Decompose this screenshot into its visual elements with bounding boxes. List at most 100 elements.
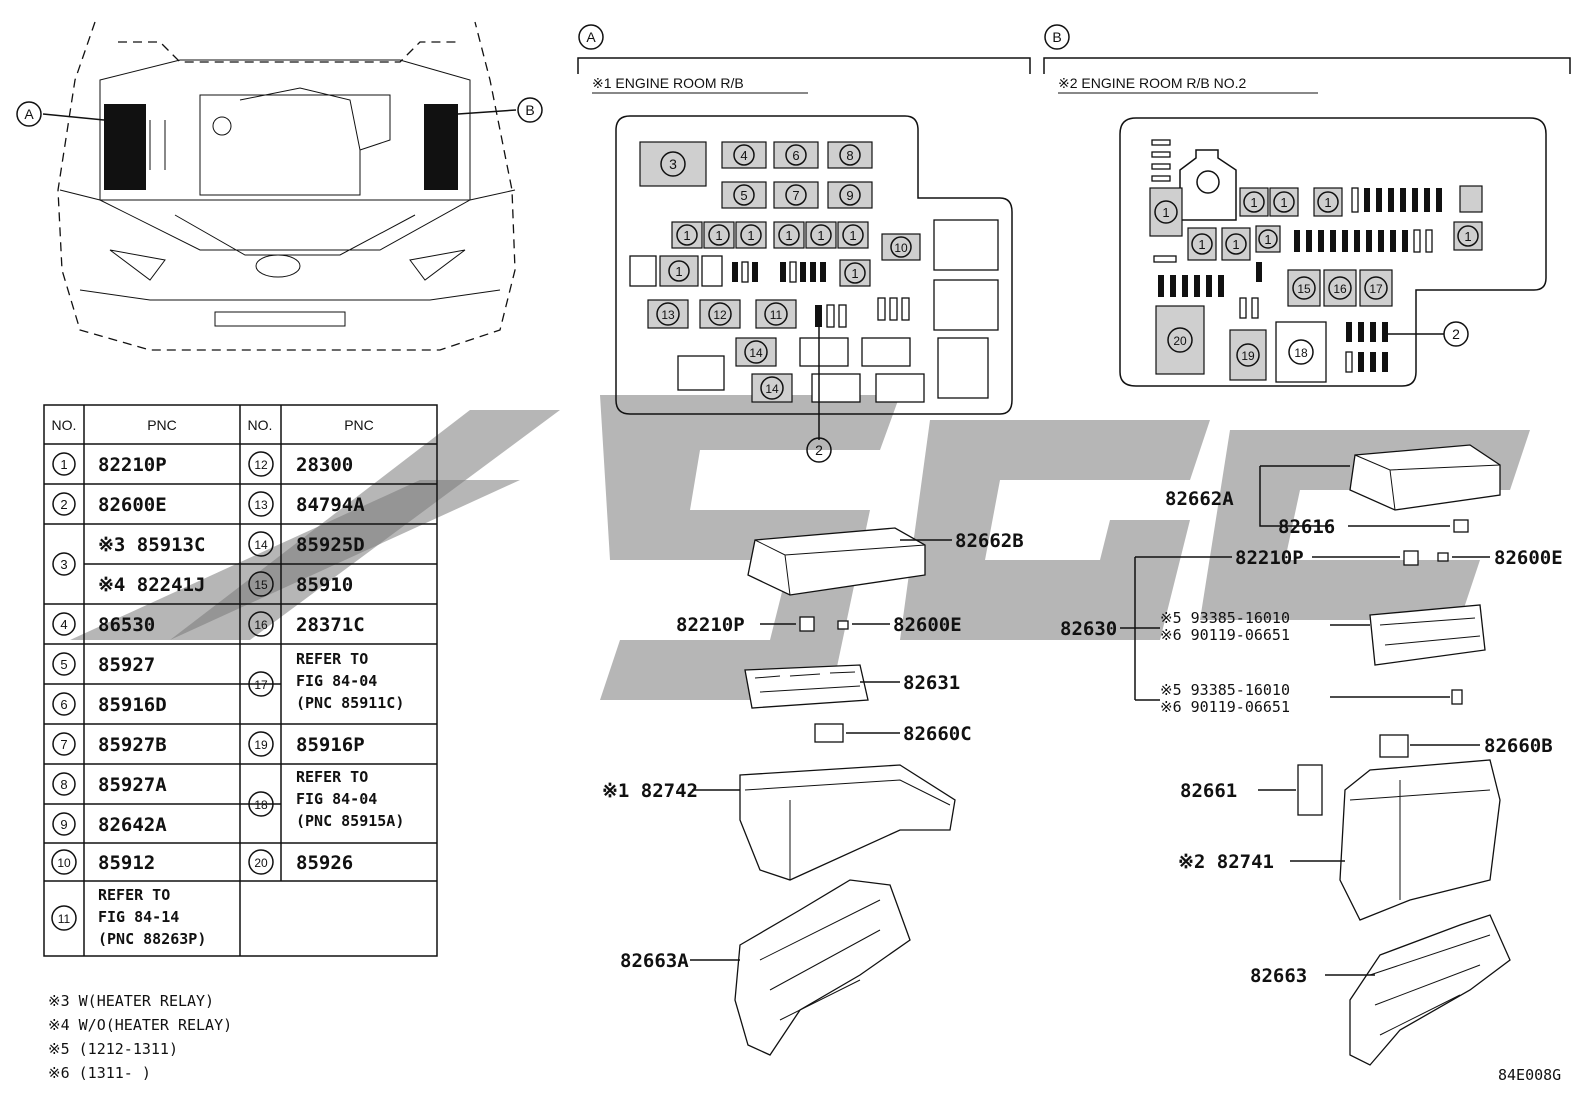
label-82663A: 82663A [620, 950, 689, 972]
label-82741: ※2 82741 [1178, 851, 1274, 873]
label-82660B: 82660B [1484, 735, 1553, 757]
svg-text:1: 1 [1162, 205, 1169, 220]
pnc-15: 85910 [296, 574, 353, 596]
svg-text:17: 17 [254, 678, 268, 692]
col-header-pnc: PNC [147, 417, 177, 433]
label-82660C: 82660C [903, 723, 972, 745]
note-3: ※3 W(HEATER RELAY) [48, 992, 214, 1010]
box-a-title: ※1 ENGINE ROOM R/B [592, 75, 744, 91]
label-82662B: 82662B [955, 530, 1024, 552]
svg-text:13: 13 [661, 308, 675, 322]
label-bolt-2a: ※5 93385-16010 [1160, 681, 1290, 699]
exploded-parts-a: 82662B 82210P 82600E 82631 82660C ※1 827… [602, 527, 1024, 1056]
svg-text:15: 15 [1297, 282, 1311, 296]
col-header-no-2: NO. [248, 417, 273, 433]
pnc-10: 85912 [98, 852, 155, 874]
svg-text:1: 1 [817, 228, 824, 243]
callout-b-circle [517, 97, 543, 123]
svg-text:16: 16 [1333, 282, 1347, 296]
pnc-3a: ※3 85913C [98, 534, 205, 556]
pnc-11-line3: (PNC 88263P) [98, 930, 206, 948]
pnc-6: 85916D [98, 694, 167, 716]
svg-text:1: 1 [675, 264, 682, 279]
pnc-5: 85927 [98, 654, 155, 676]
svg-text:1: 1 [1324, 195, 1331, 210]
pnc-11-line1: REFER TO [98, 886, 170, 904]
relay-box-b-layout: 1 1 1 1 1 1 1 1 15 16 17 20 19 18 [1119, 117, 1547, 387]
svg-text:19: 19 [254, 738, 268, 752]
note-4: ※4 W/O(HEATER RELAY) [48, 1016, 232, 1034]
label-82662A: 82662A [1165, 488, 1234, 510]
pnc-1: 82210P [98, 454, 167, 476]
svg-text:15: 15 [254, 578, 268, 592]
callout-a: A [24, 106, 34, 122]
svg-text:16: 16 [254, 618, 268, 632]
pnc-14: 85925D [296, 534, 365, 556]
svg-text:3: 3 [60, 557, 67, 572]
fuse-row-2 [1294, 229, 1433, 253]
section-b-label: B [1052, 29, 1061, 45]
svg-text:1: 1 [849, 228, 856, 243]
label-bolt-1b: ※6 90119-06651 [1160, 626, 1290, 644]
pnc-17-line3: (PNC 85911C) [296, 694, 404, 712]
svg-text:6: 6 [792, 148, 799, 163]
svg-text:14: 14 [749, 346, 763, 360]
label-82661: 82661 [1180, 780, 1237, 802]
pnc-table: NO. PNC NO. PNC 1 2 3 4 5 6 7 8 9 10 11 … [43, 404, 438, 957]
pnc-12: 28300 [296, 454, 353, 476]
label-82210P-a: 82210P [676, 614, 745, 636]
section-a-label: A [586, 29, 596, 45]
pnc-17-line2: FIG 84-04 [296, 672, 377, 690]
box-b-title: ※2 ENGINE ROOM R/B NO.2 [1058, 75, 1247, 91]
svg-text:14: 14 [765, 382, 779, 396]
col-header-pnc-2: PNC [344, 417, 374, 433]
watermark-logo [70, 395, 1530, 700]
label-82210P-b: 82210P [1235, 547, 1304, 569]
svg-text:2: 2 [60, 497, 67, 512]
svg-text:5: 5 [60, 657, 67, 672]
svg-text:9: 9 [60, 817, 67, 832]
pnc-16: 28371C [296, 614, 365, 636]
pnc-8: 85927A [98, 774, 167, 796]
svg-text:4: 4 [740, 148, 747, 163]
svg-text:1: 1 [683, 228, 690, 243]
svg-text:1: 1 [785, 228, 792, 243]
note-5: ※5 (1212-1311) [48, 1040, 178, 1058]
footnotes: ※3 W(HEATER RELAY) ※4 W/O(HEATER RELAY) … [48, 992, 232, 1082]
svg-text:1: 1 [747, 228, 754, 243]
svg-text:12: 12 [254, 458, 268, 472]
pnc-9: 82642A [98, 814, 167, 836]
svg-text:13: 13 [254, 498, 268, 512]
pnc-19: 85916P [296, 734, 365, 756]
fuse-row-1 [1351, 185, 1483, 213]
vehicle-top-view: A B [16, 21, 543, 351]
svg-text:1: 1 [851, 266, 858, 281]
svg-text:6: 6 [60, 697, 67, 712]
svg-text:10: 10 [57, 856, 71, 870]
pnc-18-line3: (PNC 85915A) [296, 812, 404, 830]
svg-text:11: 11 [770, 308, 783, 322]
svg-text:17: 17 [1369, 282, 1383, 296]
svg-text:1: 1 [1198, 237, 1205, 252]
pnc-4: 86530 [98, 614, 155, 636]
svg-text:1: 1 [1464, 229, 1471, 244]
svg-text:2: 2 [1452, 326, 1460, 342]
svg-text:1: 1 [1264, 232, 1271, 247]
label-82630: 82630 [1060, 618, 1117, 640]
label-82631: 82631 [903, 672, 960, 694]
svg-text:11: 11 [58, 912, 71, 926]
svg-text:8: 8 [846, 148, 853, 163]
callout-a-circle [16, 101, 42, 127]
svg-text:5: 5 [740, 188, 747, 203]
svg-text:9: 9 [846, 188, 853, 203]
svg-text:1: 1 [1232, 237, 1239, 252]
pnc-11-line2: FIG 84-14 [98, 908, 179, 926]
note-6: ※6 (1311- ) [48, 1064, 151, 1082]
svg-text:20: 20 [1173, 334, 1187, 348]
pnc-3b: ※4 82241J [98, 574, 205, 596]
label-82616: 82616 [1278, 516, 1335, 538]
svg-text:1: 1 [715, 228, 722, 243]
svg-text:10: 10 [894, 241, 908, 255]
pnc-7: 85927B [98, 734, 167, 756]
